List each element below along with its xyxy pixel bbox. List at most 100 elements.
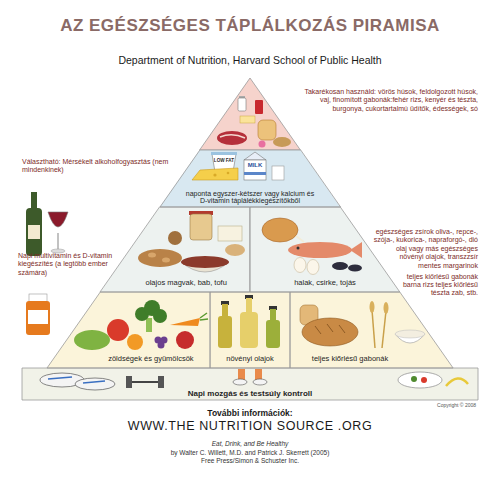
sparingly-foods	[238, 98, 246, 111]
vegetables-fruits	[153, 309, 167, 323]
band-outline	[210, 292, 290, 368]
sparingly-foods	[217, 131, 247, 145]
sparingly-foods	[258, 120, 276, 140]
website: WWW.THE NUTRITION SOURCE .ORG	[0, 419, 500, 434]
fish-chicken-eggs	[296, 236, 304, 242]
band-outline	[160, 150, 341, 207]
wrap-guide	[93, 158, 172, 298]
wine-illustration	[31, 192, 37, 210]
vegetables-fruits	[74, 330, 110, 350]
exercise-items	[446, 378, 468, 386]
nuts-beans-tofu	[181, 256, 229, 268]
oil-bottles	[218, 316, 232, 348]
band-label: olajos magvak, bab, tofu	[128, 279, 244, 288]
sparingly-foods	[240, 116, 255, 123]
fish-chicken-eggs	[262, 218, 298, 242]
pyramid-tier	[160, 150, 341, 207]
exercise-items	[75, 378, 115, 390]
band-outline	[100, 207, 250, 292]
vegetables-fruits	[158, 342, 165, 349]
vegetables-section: zöldségek és gyümölcsök	[47, 292, 210, 368]
whole-grains	[300, 301, 425, 348]
grains-section: teljes kiőrlésű gabonák	[290, 292, 453, 368]
dairy-foods	[227, 172, 230, 175]
band-outline	[22, 368, 478, 400]
dairy-foods	[192, 152, 284, 180]
wrap-guide	[38, 252, 113, 392]
oil-bottles	[246, 298, 252, 313]
wine-illustration	[57, 233, 58, 250]
exercise-items	[411, 376, 417, 382]
grains-note: teljes kiőrlésű gabonák barna rizs telje…	[403, 273, 478, 297]
exercise-items	[255, 369, 262, 380]
sparingly-foods	[255, 100, 263, 114]
band-label: teljes kiőrlésű gabonák	[294, 355, 406, 364]
fish-chicken-eggs	[332, 262, 348, 270]
exercise-items	[83, 381, 105, 383]
whole-grains	[315, 324, 345, 334]
dairy-foods	[192, 168, 238, 180]
publisher: Free Press/Simon & Schuster Inc.	[0, 457, 500, 465]
exercise-items	[48, 377, 72, 379]
exercise-items	[398, 372, 442, 388]
sparingly-note: Takarékosan használd: vörös húsok, feldo…	[304, 88, 478, 112]
pyramid-tier	[100, 207, 400, 292]
book-title: Eat, Drink, and Be Healthy	[0, 440, 500, 448]
exercise-items	[126, 376, 132, 388]
copyright: Copyright © 2008	[380, 402, 476, 408]
whole-grains	[395, 330, 425, 338]
oil-bottles	[218, 295, 280, 348]
sparingly-foods	[217, 96, 291, 148]
oil-bottles	[240, 312, 258, 348]
pyramid-tier	[22, 368, 478, 400]
oils-section: növényi olajok	[210, 292, 290, 368]
nuts-beans-tofu	[138, 211, 245, 272]
wine-illustration	[26, 192, 68, 256]
vitamin-bottle	[28, 310, 48, 324]
whole-grains	[382, 311, 386, 348]
dairy-foods	[244, 172, 266, 175]
dairy-foods	[244, 152, 266, 160]
exercise-items	[233, 379, 247, 385]
subtitle: Department of Nutrition, Harvard School …	[0, 54, 500, 67]
pyramid-tier	[22, 78, 478, 400]
vegetables-fruits	[200, 313, 208, 320]
vegetables-fruits	[127, 334, 143, 350]
exercise-items	[158, 376, 164, 388]
exercise-items	[130, 381, 160, 383]
fish-chicken-eggs	[297, 247, 300, 250]
pyramid-tier	[47, 292, 453, 368]
fish-chicken-eggs	[294, 258, 306, 273]
vitamin-bottle	[26, 301, 50, 335]
nuts-beans-tofu	[162, 258, 170, 263]
nuts-beans-tofu	[225, 244, 245, 256]
fish-chicken-eggs	[262, 218, 362, 275]
fish-chicken-eggs	[348, 265, 362, 272]
wine-illustration	[28, 225, 40, 239]
nuts-beans-tofu	[190, 214, 212, 240]
band-outline	[290, 292, 453, 368]
fats-note: egészséges zsírok oliva-, repce-, szója-…	[374, 228, 478, 269]
band-label: zöldségek és gyümölcsök	[95, 355, 207, 364]
exercise-items	[253, 379, 267, 385]
whole-grains	[384, 302, 389, 314]
vegetables-fruits	[146, 318, 152, 332]
vegetables-fruits	[176, 331, 194, 349]
diagram-title: AZ EGÉSZSÉGES TÁPLÁLKOZÁS PIRAMISA	[0, 16, 500, 36]
exercise-items	[40, 369, 468, 390]
protein-section: halak, csirke, tojás	[250, 207, 400, 292]
band-label: növényi olajok	[212, 355, 288, 364]
fish-chicken-eggs	[350, 242, 362, 258]
band-label: halak, csirke, tojás	[270, 279, 380, 288]
side-note-box: Választható: Mérsékelt alkoholfogyasztás…	[22, 158, 172, 298]
more-info-heading: További információk:	[0, 408, 500, 418]
book-authors: by Walter C. Willett, M.D. and Patrick J…	[0, 449, 500, 457]
whole-grains	[370, 301, 375, 313]
sparingly-foods	[220, 135, 245, 138]
band-outline	[47, 292, 210, 368]
exercise-base: Napi mozgás és testsúly kontroll	[22, 368, 478, 400]
oil-bottles	[266, 320, 280, 348]
sparingly-foods	[259, 141, 266, 148]
vitamin-note: Napi multivitamin és D-vitamin kiegészít…	[18, 252, 112, 276]
